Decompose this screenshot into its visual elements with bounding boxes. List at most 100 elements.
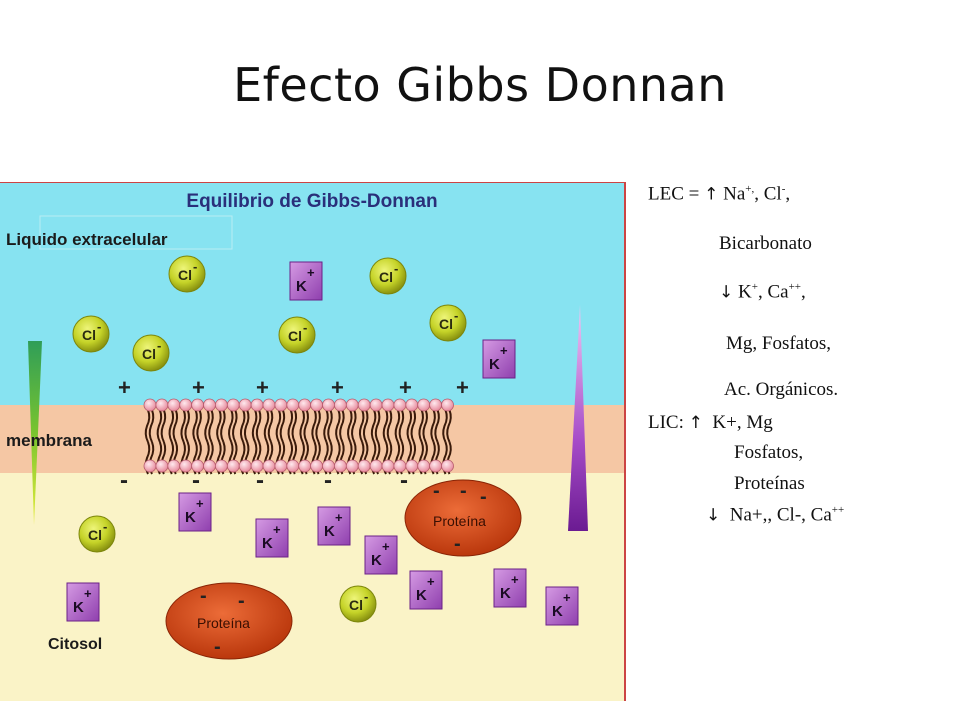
negative-charge: - [400,467,408,494]
positive-charge: + [456,375,469,400]
potassium-ion: K+ [178,492,212,532]
lipid-head [310,459,324,473]
lipid-head [238,459,252,473]
positive-charge: + [118,375,131,400]
lipid-head [179,459,193,473]
lipid-head [417,459,431,473]
potassium-label: K [416,587,427,604]
lipid-bilayer [143,398,454,475]
lic-prefix: LIC: [648,412,689,433]
potassium-ion: K+ [364,535,398,575]
lipid-head [274,459,288,473]
positive-sign: + [307,265,315,280]
negative-sign: - [103,519,107,534]
slide-title: Efecto Gibbs Donnan [233,58,727,112]
positive-sign: + [500,343,508,358]
comma: , [800,281,806,303]
lipid-head [345,398,359,412]
lipid-head [441,398,454,412]
negative-charge: - [256,467,264,494]
down-arrow-icon: ↓ [706,505,721,526]
positive-sign: + [84,586,92,601]
positive-sign: + [563,590,571,605]
negative-charge: - [192,467,200,494]
lipid-head [203,398,216,412]
ca-text: , Ca [757,281,789,303]
lipid-head [167,459,181,473]
positive-sign: + [427,574,435,589]
positive-sign: + [273,522,281,537]
positive-sign: + [335,510,343,525]
potassium-label: K [371,552,382,569]
negative-charge: - [480,486,487,508]
lipid-head [238,398,252,412]
label-box [39,215,233,250]
protein-right: Proteína - - - - [404,479,522,557]
negative-charge: - [324,467,332,494]
chloride-label: Cl [88,527,102,543]
lipid-head [357,398,371,412]
negative-charge: - [214,636,221,658]
lipid-head [274,398,288,412]
extracellular-label: Liquido extracelular [6,230,168,249]
potassium-label: K [500,585,511,602]
lipid-head [381,398,395,412]
green-gradient-wedge [28,341,42,525]
protein-bottom: Proteína - - - [165,582,293,660]
potassium-label: K [262,535,273,552]
notes-line-ac-organicos: Ac. Orgánicos. [724,379,839,400]
lipid-head [143,459,157,473]
chloride-label: Cl [142,346,156,362]
up-arrow-icon: ↑ [688,413,703,433]
notes-line-k-ca: ↓ K+, Ca++, [719,281,806,303]
chloride-ion: Cl- [339,585,377,623]
lipid-head [226,398,240,412]
negative-sign: - [157,338,161,353]
figure-canvas: Equilibrio de Gibbs-Donnan Liquido extra… [0,183,624,701]
lipid-head [286,459,300,473]
ion-group: Cl-Cl-Cl-Cl-Cl-Cl-K+K+Cl-Cl-K+K+K+K+K+K+… [66,255,579,626]
negative-charge: - [200,585,207,607]
potassium-ion: K+ [409,570,443,610]
chloride-label: Cl [349,597,363,613]
potassium-label: K [185,509,196,526]
chloride-label: Cl [82,327,96,343]
lipid-head [393,398,407,412]
notes-line-fosfatos: Fosfatos, [734,442,804,463]
lipid-head [417,398,431,412]
chloride-ion: Cl- [132,334,170,372]
potassium-label: K [489,356,500,373]
notes-line-lic-na: ↓ Na+,, Cl-, Ca++ [706,504,844,526]
k-text: K [738,281,752,303]
potassium-label: K [324,523,335,540]
chloride-label: Cl [379,269,393,285]
notes-line-proteinas: Proteínas [734,473,805,494]
lipid-head [179,398,193,412]
lipid-head [155,459,169,473]
na-text: Na [723,183,746,205]
lipid-head [333,459,347,473]
lipid-head [226,459,240,473]
potassium-ion: K+ [255,518,289,558]
negative-sign: - [193,259,197,274]
chloride-ion: Cl- [168,255,206,293]
lipid-head [250,398,264,412]
negative-charge: - [460,480,467,502]
positive-charge: + [256,375,269,400]
lipid-head [429,459,443,473]
lipid-head [345,459,359,473]
notes-line-mg-fosfatos: Mg, Fosfatos, [726,333,832,354]
lic-k-mg: K+, Mg [712,412,773,433]
lipid-tail [275,409,286,475]
lipid-head [369,459,383,473]
lipid-head [214,398,228,412]
k-sup: + [751,281,758,293]
lipid-head [310,398,324,412]
potassium-ion: K+ [482,339,516,379]
potassium-ion: K+ [545,586,579,626]
potassium-ion: K+ [493,568,527,608]
chloride-ion: Cl- [278,316,316,354]
notes-line-bicarbonato: Bicarbonato [719,233,812,254]
purple-gradient-wedge [568,305,588,531]
lipid-head [369,398,383,412]
